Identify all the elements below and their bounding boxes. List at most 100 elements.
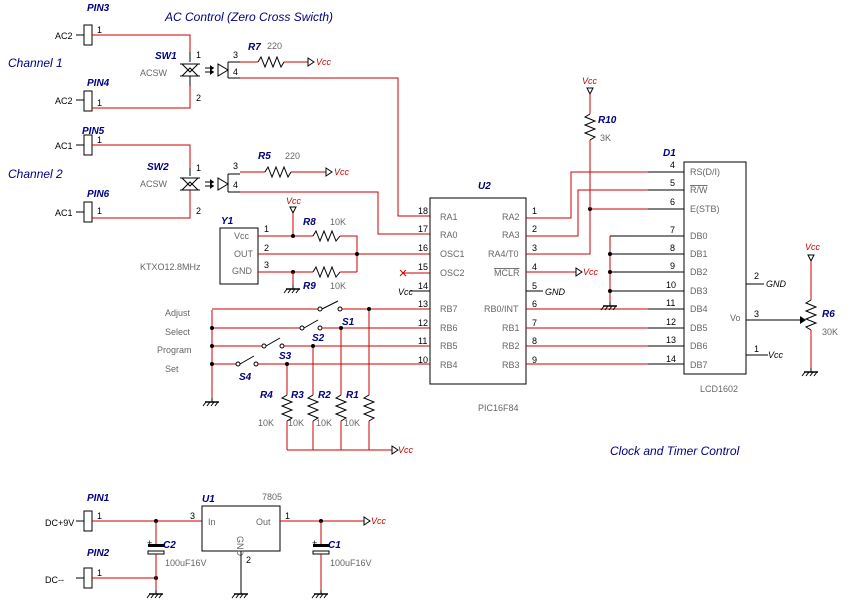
supply-vcc-label: Vcc (371, 516, 387, 526)
wire-ac1-bottom (92, 190, 191, 219)
svg-text:100uF16V: 100uF16V (330, 558, 372, 568)
svg-text:Vcc: Vcc (334, 167, 350, 177)
svg-text:AC2: AC2 (55, 96, 73, 106)
channel-1-label: Channel 1 (8, 56, 63, 70)
svg-text:30K: 30K (822, 327, 838, 337)
svg-text:RB6: RB6 (440, 323, 458, 333)
ground-symbol (231, 589, 249, 599)
svg-text:9: 9 (532, 355, 537, 365)
svg-text:RB7: RB7 (440, 304, 458, 314)
svg-text:4: 4 (233, 180, 238, 190)
mcu-u2: U2 PIC16F84 RA1 RA0 OSC1 OSC2 RB7 RB6 RB… (418, 181, 537, 413)
svg-text:AC1: AC1 (55, 141, 73, 151)
wire-ac2-top (92, 34, 191, 52)
svg-text:100uF16V: 100uF16V (165, 558, 207, 568)
connector-pin2: PIN2 DC-- 1 (45, 548, 110, 589)
lcd-gnd-label: GND (766, 279, 787, 289)
svg-text:3: 3 (233, 50, 238, 60)
resistor-r8: R8 10K (303, 217, 358, 272)
svg-text:S3: S3 (279, 351, 292, 362)
svg-text:MCLR: MCLR (494, 268, 520, 278)
resistor-r7: R7 220 Vcc (240, 41, 332, 69)
svg-text:LCD1602: LCD1602 (700, 384, 738, 394)
svg-text:8: 8 (532, 336, 537, 346)
footer-label: Clock and Timer Control (610, 444, 740, 458)
svg-text:6: 6 (670, 197, 675, 207)
svg-text:In: In (208, 517, 216, 527)
svg-text:12: 12 (666, 317, 676, 327)
vcc-symbol-r8: Vcc (286, 196, 302, 238)
ground-symbol (311, 589, 329, 599)
svg-text:R9: R9 (303, 281, 316, 292)
svg-text:10K: 10K (288, 418, 304, 428)
wire-ra1 (240, 77, 430, 217)
svg-text:OSC1: OSC1 (440, 249, 465, 259)
svg-text:DB2: DB2 (690, 267, 708, 277)
wire-ac2-bottom (92, 78, 191, 109)
svg-text:3: 3 (754, 309, 759, 319)
svg-text:Vcc: Vcc (316, 57, 332, 67)
svg-text:R/W: R/W (690, 185, 708, 195)
resistor-r4: R4 10K (258, 364, 294, 450)
svg-text:1: 1 (97, 25, 102, 35)
resistor-r1: R1 10K (344, 309, 376, 450)
resistor-r10: Vcc R10 3K (582, 76, 617, 209)
regulator-u1: U1 7805 In Out GND 3 1 2 (190, 492, 290, 565)
svg-text:PIN2: PIN2 (87, 548, 110, 559)
svg-text:DB4: DB4 (690, 304, 708, 314)
svg-text:AC2: AC2 (55, 31, 73, 41)
svg-text:Vcc: Vcc (582, 76, 598, 86)
mcu-gnd-label: GND (545, 287, 566, 297)
svg-text:16: 16 (418, 243, 428, 253)
svg-text:5: 5 (670, 178, 675, 188)
svg-text:11: 11 (666, 298, 675, 308)
pushbutton-s2: S2 (212, 319, 430, 344)
svg-text:13: 13 (666, 335, 676, 345)
svg-text:3: 3 (532, 243, 537, 253)
svg-text:GND: GND (235, 536, 245, 557)
ground-symbol (146, 589, 164, 599)
svg-text:2: 2 (196, 206, 201, 216)
svg-text:C1: C1 (328, 540, 341, 551)
svg-text:11: 11 (418, 336, 427, 346)
svg-text:DC--: DC-- (45, 575, 64, 585)
svg-text:C2: C2 (163, 540, 176, 551)
svg-text:RA1: RA1 (440, 212, 458, 222)
svg-text:S2: S2 (312, 333, 325, 344)
svg-text:DB1: DB1 (690, 249, 708, 259)
svg-text:Vo: Vo (730, 313, 741, 323)
svg-text:RA2: RA2 (502, 212, 520, 222)
svg-text:18: 18 (418, 206, 428, 216)
svg-text:2: 2 (246, 555, 251, 565)
mclr-vcc-label: Vcc (583, 267, 599, 277)
svg-text:3: 3 (233, 161, 238, 171)
svg-text:PIN5: PIN5 (82, 126, 105, 137)
svg-text:Vcc: Vcc (805, 242, 821, 252)
svg-text:1: 1 (196, 50, 201, 60)
svg-text:13: 13 (418, 299, 428, 309)
channel-2-label: Channel 2 (8, 167, 63, 181)
svg-text:3: 3 (264, 260, 269, 270)
svg-text:RB2: RB2 (502, 341, 520, 351)
ac-switch-sw2: SW2 ACSW 1 2 3 4 (140, 161, 240, 216)
svg-text:U1: U1 (202, 494, 215, 505)
svg-text:10K: 10K (344, 418, 360, 428)
connector-pin3: PIN3 AC2 1 (55, 3, 110, 46)
ac-switch-sw1: SW1 ACSW 1 2 3 4 (140, 50, 240, 103)
title-label: AC Control (Zero Cross Swicth) (164, 10, 333, 24)
svg-text:S1: S1 (342, 317, 355, 328)
svg-text:1: 1 (97, 206, 102, 216)
svg-text:R4: R4 (260, 390, 273, 401)
svg-text:RB1: RB1 (502, 323, 520, 333)
svg-text:8: 8 (670, 243, 675, 253)
svg-text:SW2: SW2 (147, 162, 169, 173)
svg-text:4: 4 (670, 160, 675, 170)
svg-text:PIN3: PIN3 (87, 3, 110, 14)
resistor-r2: R2 10K (316, 328, 348, 450)
svg-text:DB0: DB0 (690, 231, 708, 241)
svg-text:14: 14 (666, 354, 676, 364)
svg-text:R1: R1 (346, 390, 359, 401)
svg-text:R3: R3 (291, 390, 304, 401)
button-set-label: Set (165, 364, 179, 374)
connector-pin5: PIN5 AC1 1 (55, 126, 105, 156)
